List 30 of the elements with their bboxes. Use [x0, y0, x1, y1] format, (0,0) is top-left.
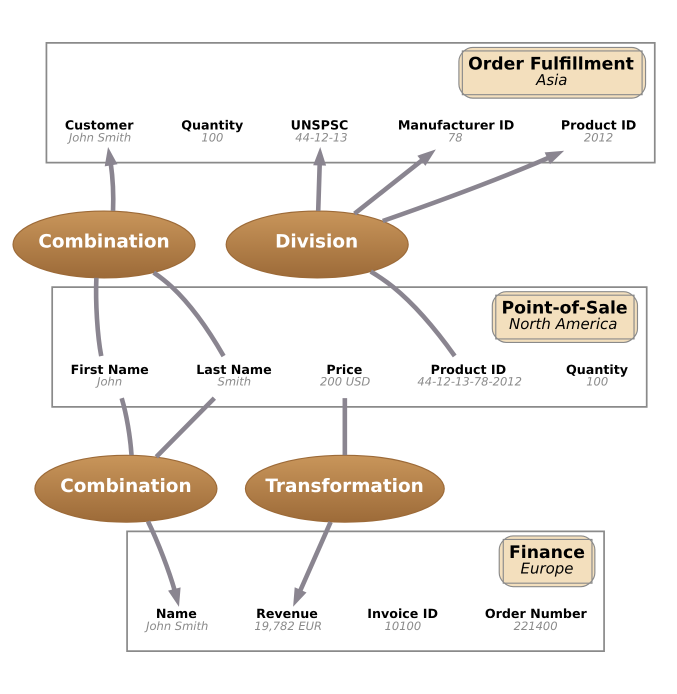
- arrow: [293, 521, 333, 607]
- arrow: [104, 147, 118, 211]
- node-text: Invoice ID 10100: [367, 606, 438, 633]
- node-ellipse: Combination: [34, 454, 218, 523]
- node-text: Product ID 2012: [560, 118, 636, 144]
- node-text: Name John Smith: [146, 606, 208, 633]
- arrow: [146, 520, 181, 607]
- arrow: [313, 146, 326, 211]
- node-text: UNSPSC 44-12-13: [290, 118, 348, 144]
- node-text: Revenue 19,782 EUR: [254, 606, 322, 633]
- node-text: Order Number 221400: [484, 606, 587, 633]
- node-text: Product ID 44-12-13-78-2012: [417, 362, 522, 389]
- node-text: First Name John: [70, 362, 149, 389]
- node-ellipse: Division: [226, 210, 409, 278]
- arrow: [382, 150, 564, 224]
- connector: [119, 398, 134, 456]
- connector: [370, 270, 457, 358]
- node-ellipse: Transformation: [244, 454, 445, 523]
- node-text: Quantity 100: [181, 118, 244, 144]
- node-text: Quantity 100: [566, 362, 628, 389]
- connector: [152, 270, 226, 358]
- node-text: Price 200 USD: [320, 362, 370, 389]
- node-text: Manufacturer ID 78: [398, 118, 514, 144]
- connector: [154, 396, 216, 458]
- connector: [94, 278, 104, 357]
- node-text: Last Name Smith: [196, 362, 272, 389]
- node-ellipse: Combination: [12, 210, 196, 278]
- connector: [342, 398, 348, 456]
- node-text: Customer John Smith: [64, 118, 134, 144]
- arrow: [353, 149, 436, 216]
